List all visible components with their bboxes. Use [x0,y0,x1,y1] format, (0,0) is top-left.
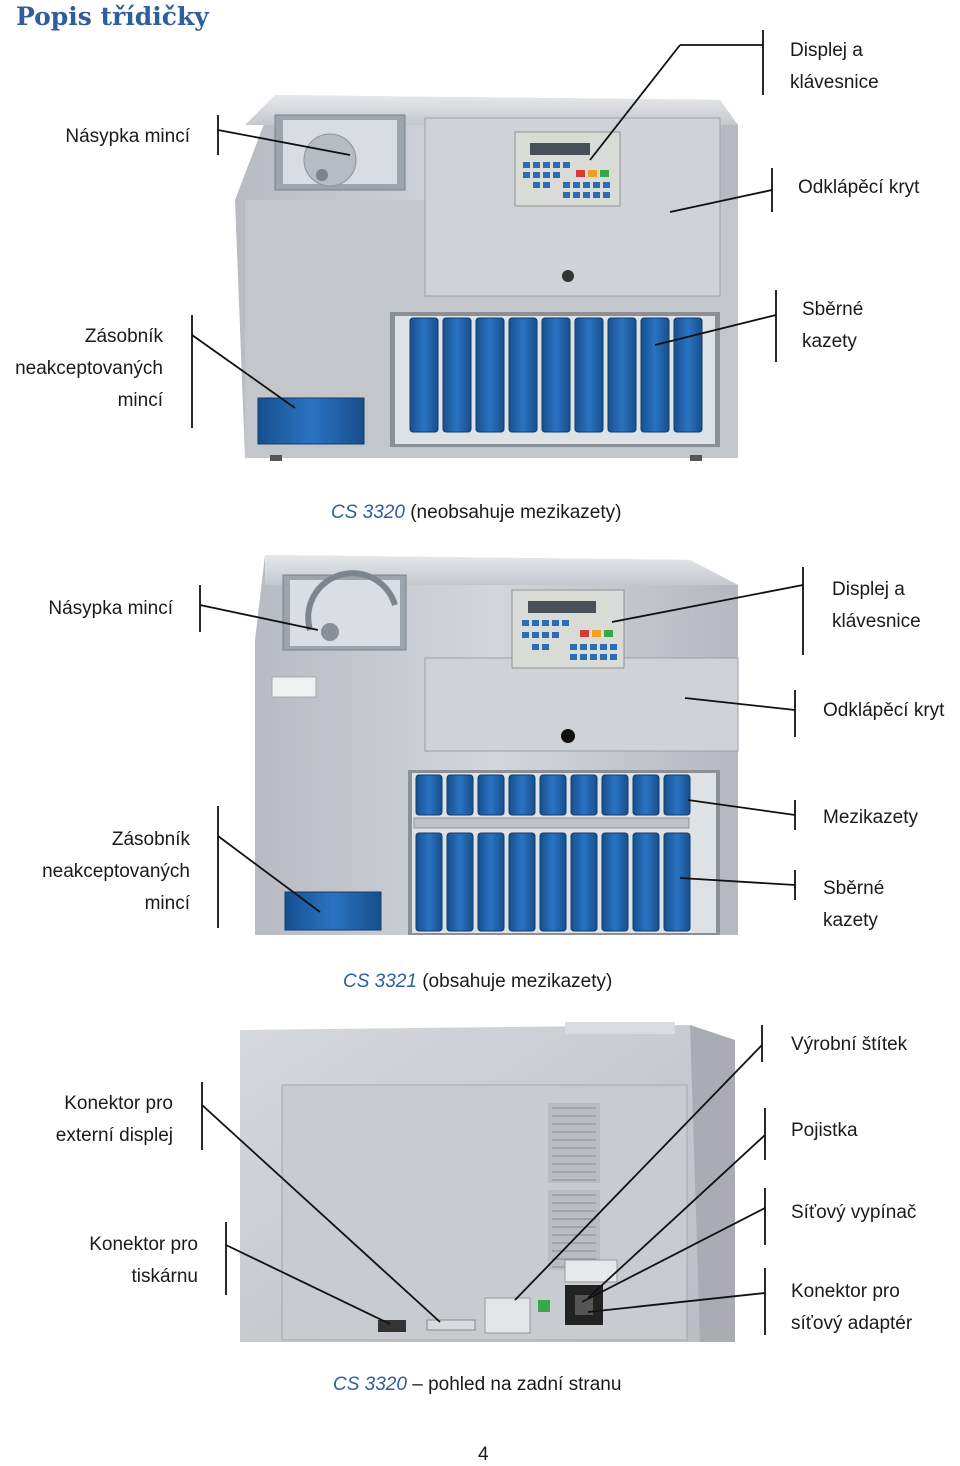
caption-model: CS 3320 [333,1374,407,1395]
label-fuse: Pojistka [791,1120,858,1141]
intermediate-cassettes [415,774,691,816]
caption-model: CS 3320 [331,502,405,523]
label-ext-display-line2: externí displej [55,1125,173,1146]
label-hopper: Násypka mincí [65,126,190,147]
label-cassettes-line1: Sběrné [802,299,864,320]
collection-cassettes [409,317,703,433]
display-keypad [511,589,625,669]
label-adapter-line1: Konektor pro [791,1281,900,1302]
label-display-line1: Displej a [832,579,905,600]
label-cassettes-line2: kazety [802,331,857,352]
machine-cs3321 [255,555,739,935]
label-cover: Odklápěcí kryt [798,177,920,198]
printer-port [378,1320,406,1332]
page-title: Popis třídičky [16,2,209,31]
caption-text: (neobsahuje mezikazety) [404,502,622,523]
label-display-line1: Displej a [790,40,863,61]
caption-text: (obsahuje mezikazety) [416,971,613,992]
label-reject-line3: mincí [117,390,163,411]
label-cover: Odklápěcí kryt [823,700,945,721]
caption-figure3: CS 3320 – pohled na zadní stranu [333,1374,621,1396]
label-cassettes-line1: Sběrné [823,878,885,899]
label-reject-line2: neakceptovaných [42,861,190,882]
label-printer-line2: tiskárnu [131,1266,198,1287]
label-ext-display-line1: Konektor pro [64,1093,173,1114]
label-adapter-line2: síťový adaptér [791,1313,913,1334]
reject-tray [257,397,365,445]
coin-hopper [282,570,407,651]
label-reject-line1: Zásobník [84,326,163,347]
caption-figure1: CS 3320 (neobsahuje mezikazety) [331,502,621,524]
reject-tray [284,891,382,931]
caption-model: CS 3321 [343,971,417,992]
caption-text: – pohled na zadní stranu [406,1374,622,1395]
hinged-cover [424,657,739,752]
machine-cs3320-back [240,1022,735,1342]
page-number: 4 [478,1444,489,1465]
caption-figure2: CS 3321 (obsahuje mezikazety) [343,971,612,993]
label-display-line2: klávesnice [832,611,921,632]
label-printer-line1: Konektor pro [89,1234,198,1255]
collection-cassettes [415,832,691,932]
display-keypad [514,131,621,207]
external-display-port [426,1319,476,1331]
label-hopper: Násypka mincí [48,598,173,619]
machine-cs3320 [235,95,738,461]
coin-hopper [274,114,406,191]
label-nameplate: Výrobní štítek [791,1034,908,1055]
label-cassettes-line2: kazety [823,910,878,931]
label-reject-line2: neakceptovaných [15,358,163,379]
label-intermediate: Mezikazety [823,807,919,828]
label-reject-line3: mincí [144,893,190,914]
nameplate [564,1259,618,1283]
label-display-line2: klávesnice [790,72,879,93]
label-switch: Síťový vypínač [791,1202,917,1223]
label-reject-line1: Zásobník [111,829,190,850]
